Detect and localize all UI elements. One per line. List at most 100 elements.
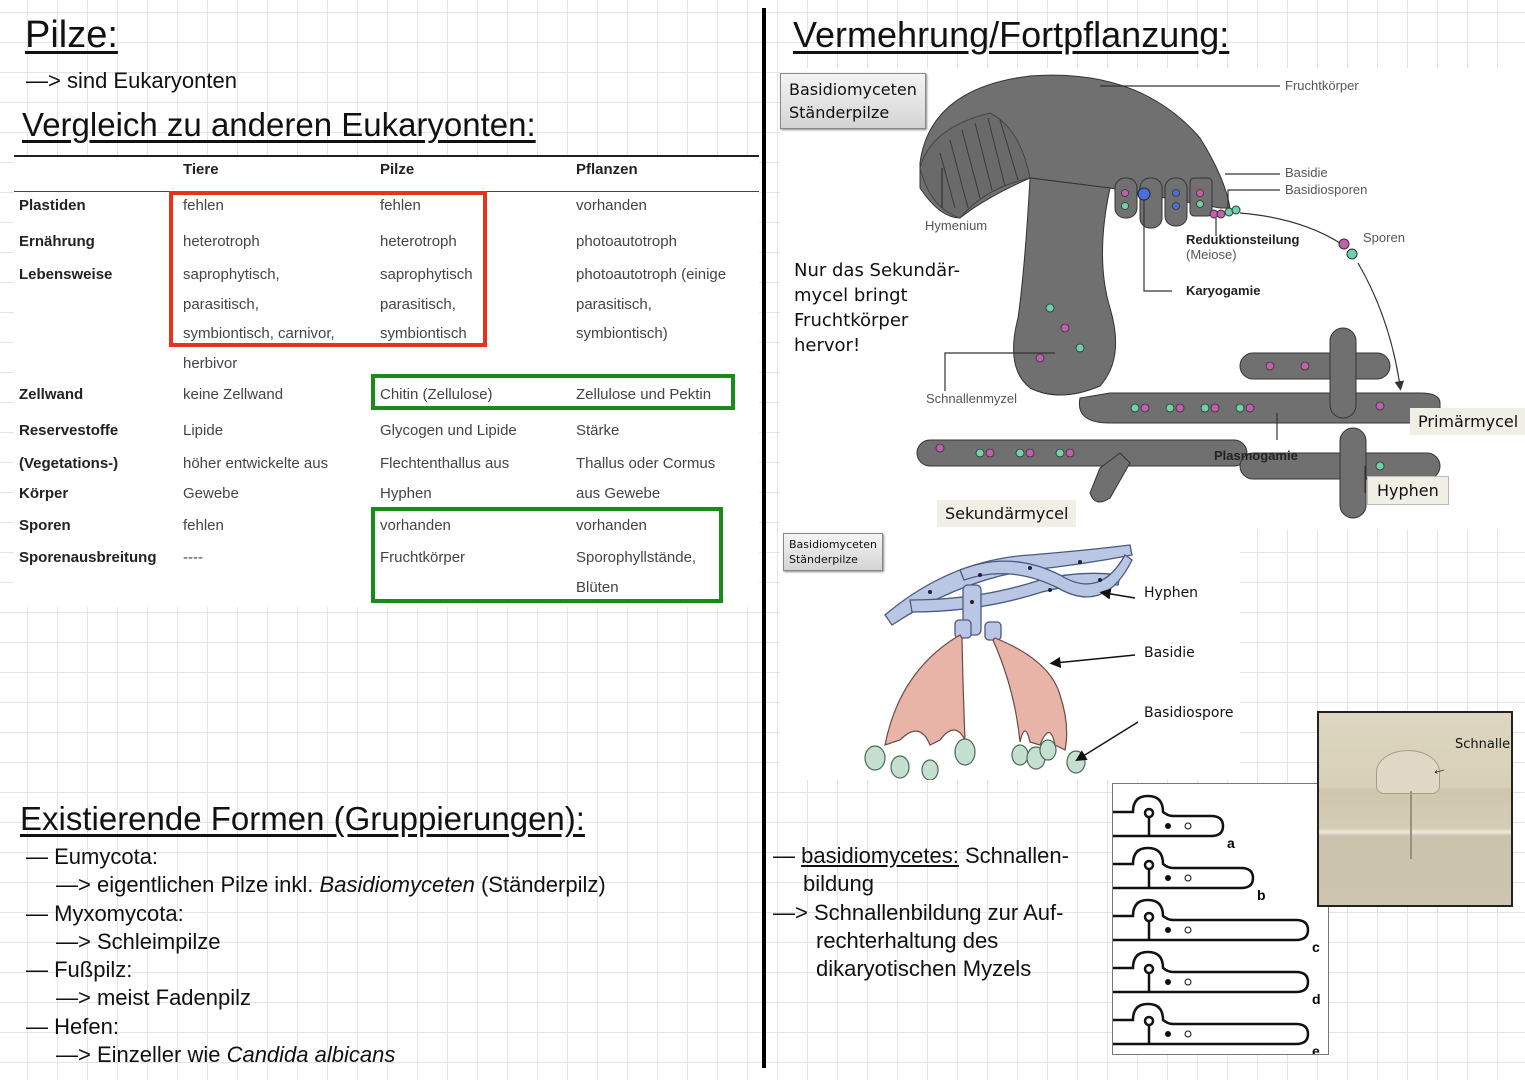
- nucleus-a: [1165, 875, 1171, 881]
- detail-italic: Basidiomyceten: [319, 872, 475, 898]
- row-label: Körper: [19, 484, 69, 502]
- septum: [1410, 791, 1412, 859]
- header-pilze: Pilze: [380, 161, 415, 178]
- table-cell-pflanzen: photoautotroph (einige: [576, 266, 727, 283]
- label-fruchtkoerper: Fruchtkörper: [1285, 78, 1359, 93]
- detail-text: —> eigentlichen Pilze inkl.: [56, 872, 320, 898]
- row-label: Reservestoffe: [19, 422, 119, 439]
- table-cell-pflanzen: Sporophyllstände,: [576, 549, 697, 566]
- table-cell-pflanzen: Blüten: [576, 578, 619, 596]
- label-primaermycel: Primärmycel: [1410, 408, 1525, 435]
- row-label: Plastiden: [19, 197, 86, 214]
- label-hyphen: Hyphen: [1367, 476, 1449, 505]
- lifecycle-diagram: Basidiomyceten Ständerpilze Nur das Seku…: [780, 68, 1525, 530]
- comparison-heading: Vergleich zu anderen Eukaryonten:: [22, 106, 536, 143]
- clamp-line-2: bildung: [803, 871, 874, 897]
- header-pflanzen: Pflanzen: [576, 161, 638, 178]
- subtitle: —> sind Eukaryonten: [26, 68, 237, 93]
- note-line: Fruchtkörper: [794, 310, 909, 331]
- label-hyphen-2: Hyphen: [1144, 585, 1199, 601]
- diagram-title-box-1: Basidiomyceten Ständerpilze: [780, 73, 926, 129]
- section-title: Vermehrung/Fortpflanzung:: [793, 14, 1230, 55]
- label-basidiospore-2: Basidiospore: [1144, 705, 1234, 721]
- label-meiose: (Meiose): [1186, 247, 1237, 262]
- label-basidiosporen: Basidiosporen: [1285, 182, 1368, 197]
- table-cell-pilze: Fruchtkörper: [380, 549, 466, 566]
- secondary-mycelium-note: Nur das Sekundär- mycel bringt Fruchtkör…: [794, 258, 960, 358]
- clamp-bulge: [1376, 750, 1440, 794]
- table-cell-pflanzen: Stärke: [576, 422, 620, 439]
- table-cell-pflanzen: photoautotroph: [576, 233, 677, 250]
- table-cell-tiere: höher entwickelte aus: [183, 455, 329, 472]
- diagram-title-box-2: Basidiomyceten Ständerpilze: [783, 533, 883, 571]
- mushroom-stem: [1013, 177, 1117, 396]
- form-name: — Hefen:: [26, 1013, 119, 1039]
- table-cell-tiere: saprophytisch,: [183, 266, 280, 283]
- table-cell-pflanzen: Zellulose und Pektin: [576, 386, 712, 403]
- basidium-diagram: Basidiomyceten Ständerpilze Hyphen Basid…: [780, 530, 1240, 781]
- table-cell-pilze: vorhanden: [380, 517, 451, 534]
- note-line: Nur das Sekundär-: [794, 260, 960, 281]
- label-basidie: Basidie: [1285, 165, 1328, 180]
- label-hymenium: Hymenium: [925, 218, 988, 233]
- table-cell-pilze: fehlen: [380, 197, 421, 214]
- highlight-red-box: [169, 191, 487, 347]
- nucleus-a: [1165, 823, 1171, 829]
- table-cell-tiere: fehlen: [183, 197, 224, 214]
- detail-text: —> Schleimpilze: [56, 928, 221, 954]
- detail-italic: Candida albicans: [226, 1042, 396, 1068]
- detail-text: —> Einzeller wie: [56, 1042, 227, 1068]
- comparison-table: Tiere Pilze Pflanzen Plastiden fehlen fehl…: [14, 155, 759, 607]
- table-cell-pflanzen: symbiontisch): [576, 325, 668, 342]
- lifecycle-illustration: [916, 74, 1441, 519]
- table-cell-pilze: saprophytisch: [380, 266, 473, 283]
- table-cell-pflanzen: vorhanden: [576, 197, 647, 214]
- table-top-rule: [14, 155, 759, 157]
- table-cell-pilze: Hyphen: [380, 484, 432, 502]
- row-label: Zellwand: [19, 386, 84, 403]
- table-cell-pilze: Glycogen und Lipide: [380, 422, 517, 439]
- clamp-step-label: b: [1257, 887, 1266, 903]
- table-cell-tiere: symbiontisch, carnivor,: [183, 325, 335, 342]
- highlight-green-box-zellwand: [371, 374, 735, 410]
- table-cell-tiere: Lipide: [183, 422, 224, 439]
- clamp-step-label: a: [1227, 835, 1235, 851]
- table-cell-pflanzen: vorhanden: [576, 517, 647, 534]
- label-schnalle: Schnalle: [1455, 737, 1511, 752]
- table-cell-tiere: Gewebe: [183, 484, 239, 502]
- detail-text: —> meist Fadenpilz: [56, 985, 252, 1011]
- clamp-step-label: e: [1312, 1043, 1320, 1054]
- table-cell-pilze: symbiontisch: [380, 325, 467, 342]
- table-cell-pilze: Flechtenthallus aus: [380, 455, 510, 472]
- highlight-green-box-sporen: [371, 507, 723, 603]
- header-tiere: Tiere: [183, 161, 219, 178]
- label-reduktionsteilung: Reduktionsteilung: [1186, 232, 1300, 247]
- nucleus-b: [1184, 1030, 1192, 1038]
- label-schnallenmyzel: Schnallenmyzel: [926, 391, 1018, 406]
- box-label-line: Ständerpilze: [789, 103, 890, 122]
- row-label: Lebensweise: [19, 266, 113, 283]
- label-sporen: Sporen: [1363, 230, 1405, 245]
- clamp-line-1: — basidiomycetes: Schnallen-: [773, 842, 1069, 870]
- note-line: mycel bringt: [794, 285, 908, 306]
- box-label-line: Basidiomyceten: [789, 80, 917, 99]
- nucleus-b: [1184, 978, 1192, 986]
- nucleus-a: [1165, 1031, 1171, 1037]
- text: Schnallen-: [958, 843, 1069, 868]
- nucleus-b: [1184, 926, 1192, 934]
- table-cell-pilze: Chitin (Zellulose): [380, 386, 493, 403]
- clamp-step-label: c: [1312, 939, 1320, 955]
- detail-text: (Ständerpilz): [474, 872, 606, 898]
- form-name: — Eumycota:: [26, 844, 159, 869]
- clamp-line-3: —> Schnallenbildung zur Auf-: [773, 899, 1064, 925]
- row-label: Sporen: [19, 517, 71, 534]
- row-label: Sporenausbreitung: [19, 549, 157, 566]
- table-cell-pilze: heterotroph: [380, 233, 457, 250]
- forms-list: — Eumycota: —> eigentlichen Pilze inkl. B…: [26, 843, 606, 1069]
- column-divider: [762, 8, 766, 1068]
- table-cell-tiere: fehlen: [183, 517, 224, 534]
- clamp-line-4: rechterhaltung des: [816, 927, 999, 953]
- clamp-step-b: [1113, 846, 1255, 890]
- nucleus-b: [1184, 874, 1192, 882]
- table-cell-tiere: heterotroph: [183, 233, 260, 250]
